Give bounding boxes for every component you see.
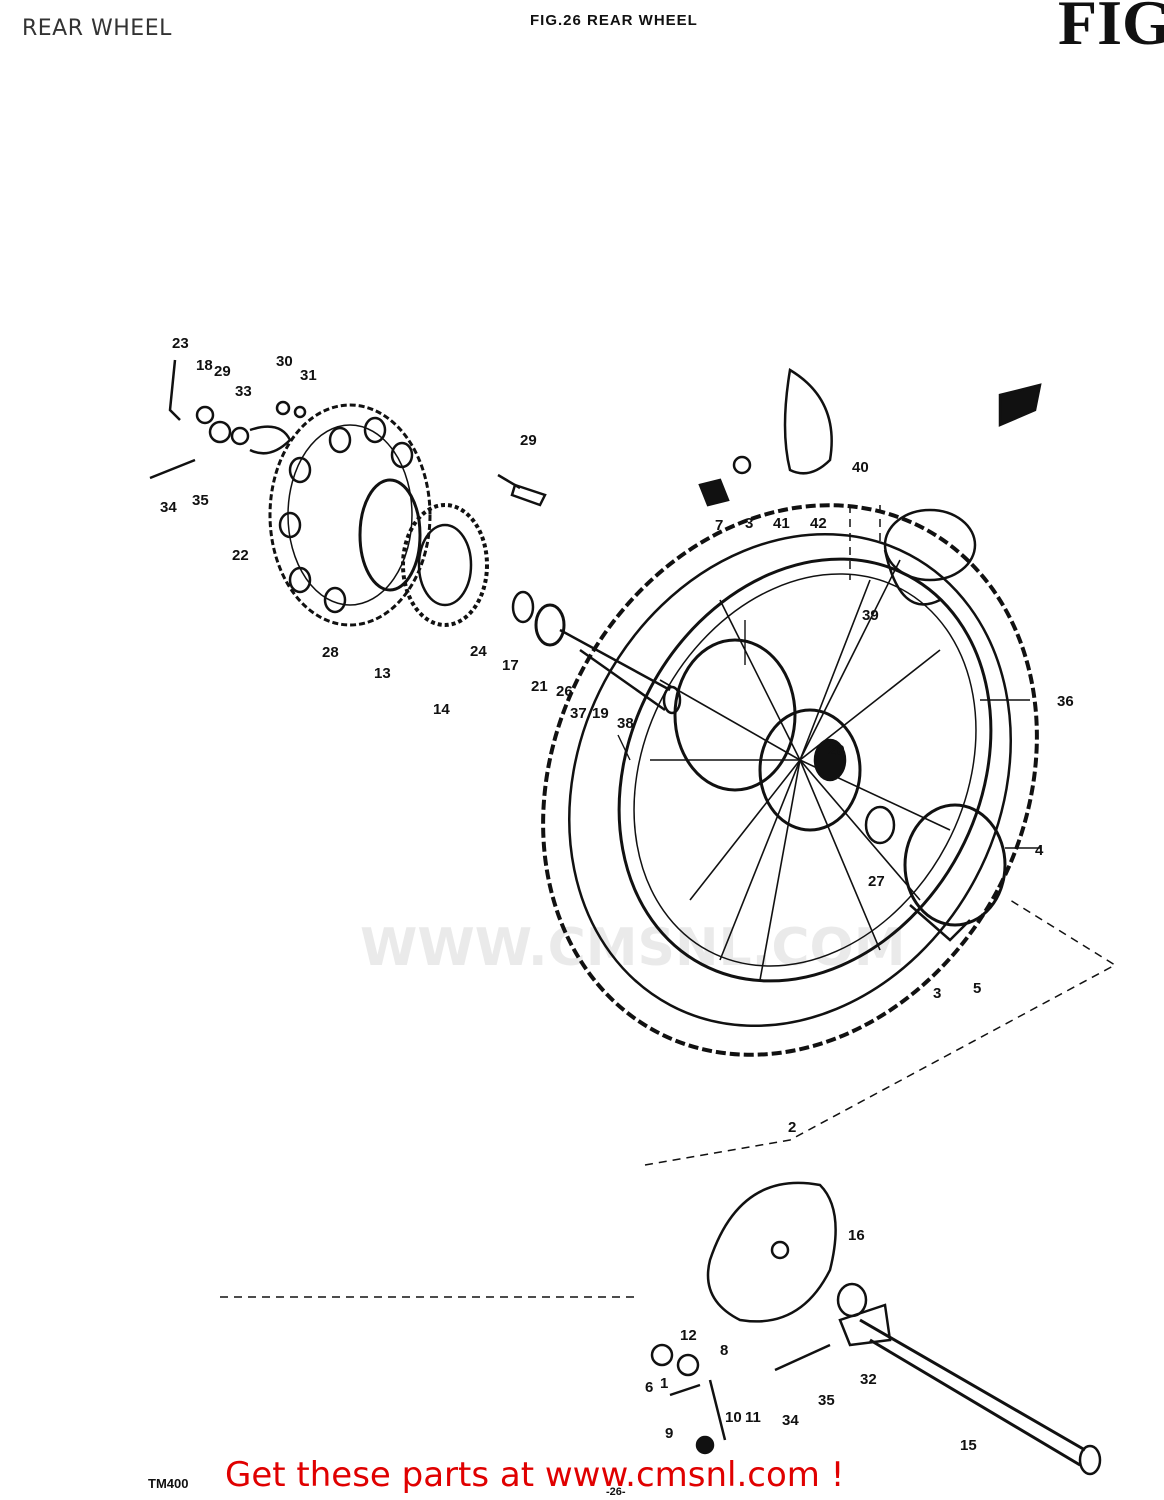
callout-35: 35 — [192, 492, 209, 509]
sprocket-hub — [358, 478, 566, 647]
rear-tire — [541, 503, 1039, 1057]
callout-23: 23 — [172, 335, 189, 352]
callout-24: 24 — [470, 643, 487, 660]
callout-14: 14 — [433, 701, 450, 718]
axle-shaft — [559, 628, 682, 715]
small-fasteners — [149, 359, 547, 507]
callout-5: 5 — [973, 980, 981, 997]
callout-26: 26 — [556, 683, 573, 700]
callout-35b: 35 — [818, 1392, 835, 1409]
part-callouts: 23 18 29 33 30 31 34 35 22 28 13 29 14 2… — [160, 335, 1074, 1454]
rear-sprocket — [268, 403, 432, 627]
callout-12: 12 — [680, 1327, 697, 1344]
inner-tube — [883, 508, 977, 606]
callout-32: 32 — [860, 1371, 877, 1388]
callout-42: 42 — [810, 515, 827, 532]
callout-20: 20 — [828, 742, 845, 759]
chain-guard — [698, 367, 1042, 507]
model-label: TM400 — [148, 1476, 189, 1491]
callout-39: 39 — [862, 607, 879, 624]
callout-4: 4 — [1035, 842, 1044, 859]
callout-38: 38 — [617, 715, 634, 732]
callout-31: 31 — [300, 367, 317, 384]
callout-6: 6 — [645, 1379, 653, 1396]
callout-16: 16 — [848, 1227, 865, 1244]
callout-27: 27 — [868, 873, 885, 890]
callout-7: 7 — [715, 517, 723, 534]
callout-41: 41 — [773, 515, 790, 532]
callout-18: 18 — [196, 357, 213, 374]
callout-34b: 34 — [782, 1412, 799, 1429]
callout-3b: 3 — [933, 985, 941, 1002]
figure-title: FIG.26 REAR WHEEL — [530, 12, 698, 29]
callout-9: 9 — [665, 1425, 673, 1442]
figure-corner-label: FIG — [1058, 0, 1164, 58]
callout-22: 22 — [232, 547, 249, 564]
leader-lines — [617, 620, 1040, 849]
callout-30: 30 — [276, 353, 293, 370]
callout-28: 28 — [322, 644, 339, 661]
wheel-hub — [673, 638, 896, 845]
callout-40: 40 — [852, 459, 869, 476]
callout-15: 15 — [960, 1437, 977, 1454]
promo-link[interactable]: Get these parts at www.cmsnl.com ! — [225, 1455, 845, 1495]
callout-37: 37 — [570, 705, 587, 722]
brake-panel — [706, 1181, 868, 1323]
callout-33: 33 — [235, 383, 252, 400]
callout-34: 34 — [160, 499, 177, 516]
page-number: -26- — [606, 1486, 626, 1498]
rear-axle — [838, 1303, 1102, 1476]
callout-29: 29 — [214, 363, 231, 380]
callout-29b: 29 — [520, 432, 537, 449]
page-title: REAR WHEEL — [22, 16, 172, 41]
callout-21: 21 — [531, 678, 548, 695]
brake-arm-parts — [650, 1343, 831, 1455]
brake-shoes — [903, 803, 1007, 942]
callout-11: 11 — [745, 1409, 761, 1426]
callout-36: 36 — [1057, 693, 1074, 710]
callout-17: 17 — [502, 657, 519, 674]
callout-13: 13 — [374, 665, 391, 682]
callout-8: 8 — [720, 1342, 728, 1359]
assembly-lines — [220, 505, 1117, 1298]
callout-10: 10 — [725, 1409, 742, 1426]
callout-19: 19 — [592, 705, 609, 722]
callout-3: 3 — [745, 515, 753, 532]
callout-1: 1 — [660, 1375, 668, 1392]
callout-2: 2 — [788, 1119, 796, 1136]
watermark: WWW.CMSNL.COM — [360, 918, 906, 978]
